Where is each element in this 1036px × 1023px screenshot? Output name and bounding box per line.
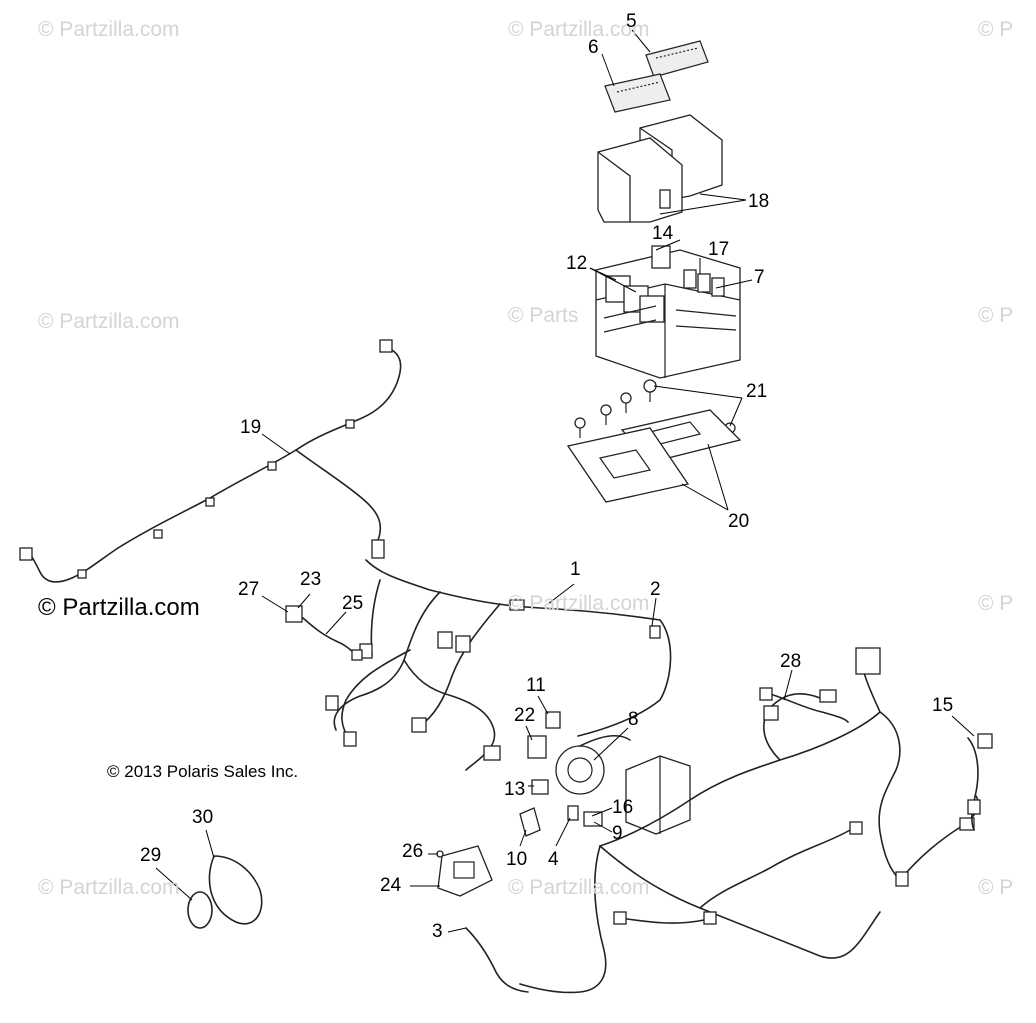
connector-9: [583, 811, 603, 827]
callout-5: 5: [626, 11, 637, 32]
horn-8: [555, 734, 631, 795]
harness-3: [465, 927, 529, 993]
callout-18: 18: [748, 191, 770, 212]
watermark: © Partzilla.com: [38, 876, 180, 899]
watermark: © Partzilla.com: [38, 310, 180, 333]
callout-23: 23: [300, 569, 322, 590]
callout-11: 11: [526, 675, 546, 696]
callout-24: 24: [380, 875, 402, 896]
decal-6: [604, 73, 671, 113]
callout-6: 6: [588, 37, 599, 58]
harness-19: [19, 339, 402, 583]
callout-10: 10: [506, 849, 528, 870]
callout-14: 14: [652, 223, 674, 244]
callout-25: 25: [342, 593, 364, 614]
band-30: [208, 855, 263, 925]
sensor-10: [519, 807, 541, 837]
callout-17: 17: [708, 239, 730, 260]
callout-28: 28: [780, 651, 802, 672]
watermark: © P: [978, 876, 1014, 899]
decal-5: [645, 40, 709, 78]
watermark: © P: [978, 18, 1014, 41]
callout-8: 8: [628, 709, 639, 730]
watermark: © Partzilla.com: [508, 18, 650, 41]
fuse-relay-block: [595, 245, 741, 379]
connector-4: [567, 805, 579, 821]
connector-13: [531, 779, 549, 795]
sub-harness-25: [285, 605, 363, 661]
callout-2: 2: [650, 579, 661, 600]
callout-15: 15: [932, 695, 954, 716]
watermark: © Partzilla.com: [508, 876, 650, 899]
callout-26: 26: [402, 841, 424, 862]
callout-7: 7: [754, 267, 765, 288]
callout-16: 16: [612, 797, 634, 818]
leader-lines: [155, 29, 975, 933]
ecu-24: [437, 845, 493, 897]
callout-1: 1: [570, 559, 581, 580]
callout-13: 13: [504, 779, 526, 800]
band-29: [187, 891, 213, 929]
callout-9: 9: [612, 823, 623, 844]
callout-19: 19: [240, 417, 262, 438]
main-harness-1: [325, 559, 672, 771]
callout-20: 20: [728, 511, 750, 532]
watermark: © Partzilla.com: [508, 592, 650, 615]
harness-2: [519, 647, 980, 994]
callout-22: 22: [514, 705, 536, 726]
callout-3: 3: [432, 921, 443, 942]
copyright-notice: © 2013 Polaris Sales Inc.: [107, 762, 299, 781]
watermark: © Parts: [508, 304, 579, 327]
watermark-main: © Partzilla.com: [38, 594, 200, 621]
fuse-box-cover-18: [597, 114, 723, 223]
callout-4: 4: [548, 849, 559, 870]
watermark: © Partzilla.com: [38, 18, 180, 41]
watermark: © P: [978, 592, 1014, 615]
harness-15: [967, 733, 993, 831]
relay-22: [527, 735, 547, 759]
callout-12: 12: [566, 253, 588, 274]
callout-21: 21: [746, 381, 768, 402]
relay-block-16: [625, 755, 691, 835]
relay-11: [545, 711, 561, 729]
watermark: © P: [978, 304, 1014, 327]
harness-28: [759, 687, 849, 723]
callout-27: 27: [238, 579, 260, 600]
mounting-plates-20: [566, 409, 742, 503]
callout-30: 30: [192, 807, 214, 828]
callout-29: 29: [140, 845, 162, 866]
